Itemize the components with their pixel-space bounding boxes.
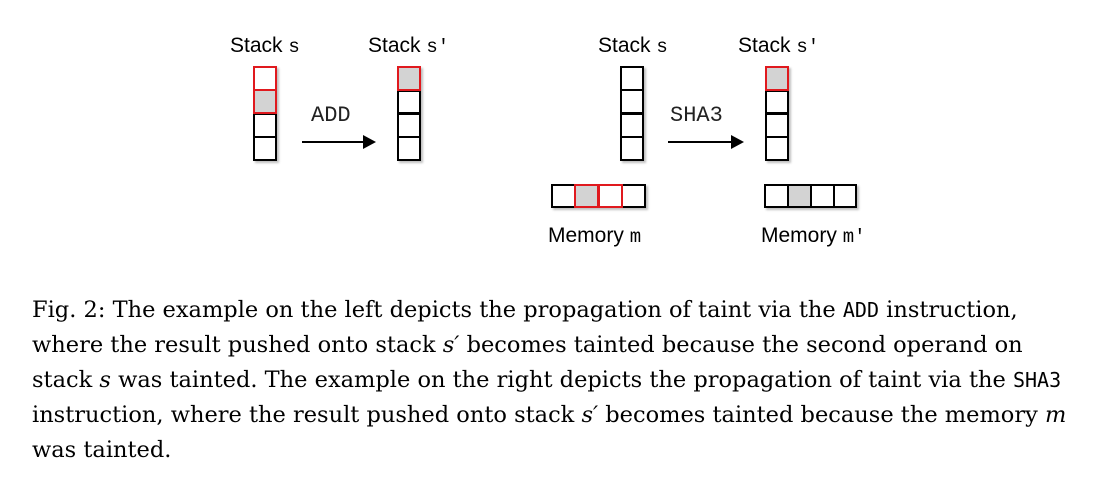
left-stack-after-label: Stack s′ (368, 34, 450, 58)
math-var: s′ (442, 332, 460, 358)
right-arrow (668, 135, 744, 149)
stack-cell (620, 66, 644, 91)
code-sha3: SHA3 (1012, 368, 1062, 392)
taint-propagation-figure: Stack s Stack s′ ADD Stack s Stack s′ SH… (230, 34, 866, 248)
left-stack-before (253, 66, 277, 161)
stack-cell (620, 89, 644, 114)
stack-cell (765, 136, 789, 161)
memory-cell-tainted (787, 184, 812, 208)
right-stack-after (765, 66, 789, 161)
right-stack-before (620, 66, 644, 161)
memory-before (551, 184, 646, 208)
memory-after (764, 184, 857, 208)
stack-cell (253, 136, 277, 161)
memory-before-label: Memory m (548, 224, 642, 248)
memory-cell-tainted (574, 184, 599, 208)
stack-cell (397, 90, 421, 114)
stack-cell-tainted (765, 66, 789, 91)
stack-cell (253, 66, 277, 91)
math-var: s (99, 367, 111, 393)
stack-cell (397, 113, 421, 138)
stack-cell (253, 113, 277, 138)
memory-cell (551, 184, 576, 208)
stack-cell (765, 90, 789, 114)
figure-caption: Fig. 2: The example on the left depicts … (32, 297, 1067, 463)
memory-cell (810, 184, 835, 208)
stack-cell-tainted (397, 66, 421, 91)
stack-cell (620, 136, 644, 161)
sha3-instruction-label: SHA3 (670, 103, 723, 128)
stack-cell (620, 113, 644, 138)
math-var: m (1044, 402, 1067, 428)
memory-cell (598, 184, 623, 208)
left-stack-before-label: Stack s (230, 34, 300, 58)
left-arrow (302, 135, 376, 149)
add-instruction-label: ADD (311, 103, 351, 128)
stack-cell (765, 113, 789, 138)
stack-cell (397, 136, 421, 161)
memory-after-label: Memory m′ (761, 224, 866, 248)
right-stack-before-label: Stack s (598, 34, 668, 58)
memory-cell (833, 184, 857, 208)
stack-cell-tainted (253, 89, 277, 114)
right-stack-after-label: Stack s′ (738, 34, 820, 58)
figure-number: Fig. 2: (32, 297, 106, 323)
memory-cell (621, 184, 646, 208)
math-var: s′ (581, 402, 599, 428)
code-add: ADD (842, 298, 879, 322)
left-stack-after (397, 66, 421, 161)
memory-cell (764, 184, 789, 208)
